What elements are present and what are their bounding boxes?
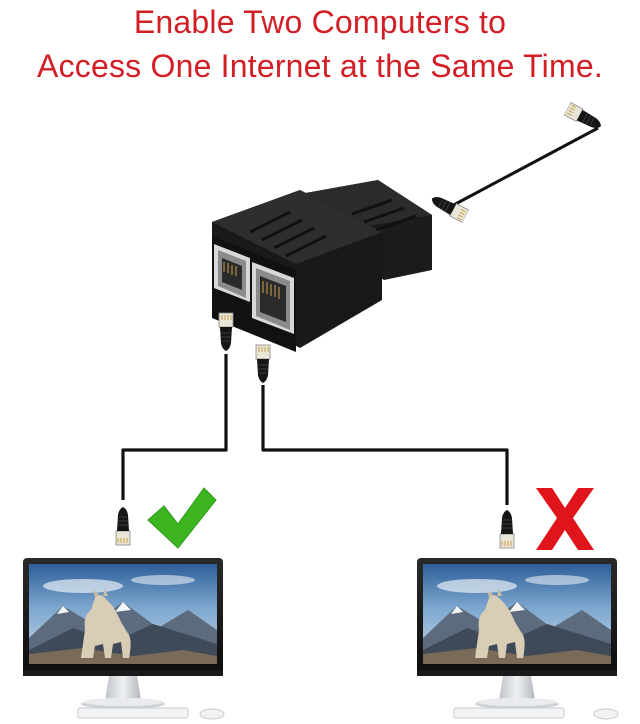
headline-line-2: Access One Internet at the Same Time. [37, 48, 603, 84]
input-cable [447, 126, 599, 210]
check-icon [147, 487, 217, 549]
right-branch-cable [261, 385, 509, 505]
port-2 [252, 262, 294, 334]
port-1 [214, 244, 250, 302]
input-plug [428, 101, 605, 224]
network-cables [121, 126, 599, 505]
keyboard [453, 707, 565, 719]
mouse [593, 708, 619, 720]
cross-icon [536, 488, 594, 550]
mouse [199, 708, 225, 720]
left-computer [23, 558, 225, 720]
left-computer-plug [115, 506, 131, 546]
headline-line-1: Enable Two Computers to [133, 4, 507, 40]
right-computer-plug [499, 509, 515, 549]
left-branch-plug-top [218, 312, 234, 352]
right-computer [417, 558, 619, 720]
right-branch-plug-top [255, 344, 271, 384]
keyboard [77, 707, 189, 719]
ethernet-splitter-adapter [212, 180, 432, 352]
left-branch-cable [121, 354, 228, 500]
